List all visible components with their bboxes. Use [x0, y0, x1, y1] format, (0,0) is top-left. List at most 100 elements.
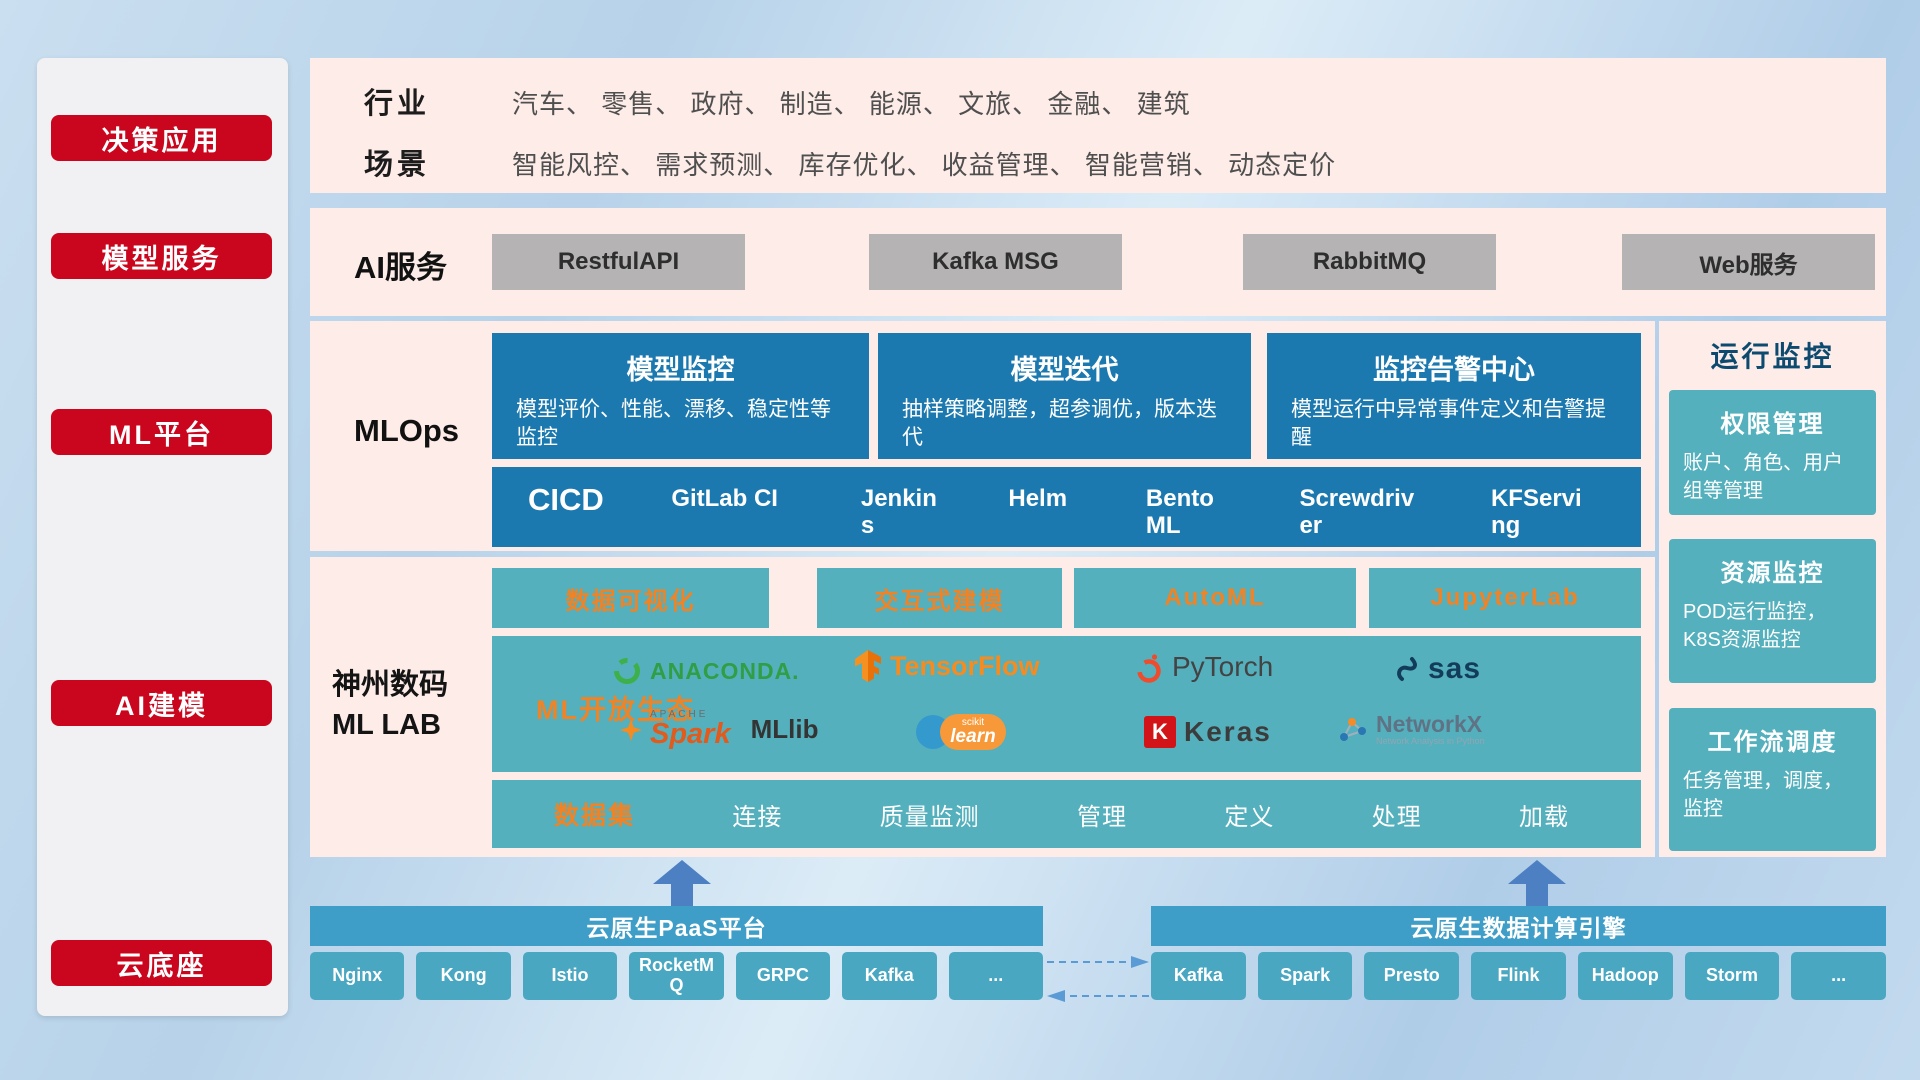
sidebar-item-cloud-base: 云底座 [51, 940, 272, 986]
card-desc: 账户、角色、用户组等管理 [1683, 452, 1843, 502]
anaconda-logo: ANACONDA. [612, 656, 800, 686]
chip-kong: Kong [416, 952, 511, 1000]
scenario-row: 场景 智能风控、 需求预测、 库存优化、 收益管理、 智能营销、 动态定价 [364, 141, 1336, 183]
spark-wordmark-group: APACHE Spark [650, 710, 731, 749]
paas-platform-bar: 云原生PaaS平台 [310, 906, 1043, 946]
engine-chip-row: Kafka Spark Presto Flink Hadoop Storm ..… [1151, 952, 1887, 1000]
chip-more: ... [1791, 952, 1887, 1000]
networkx-wordmark-group: NetworkX Network Analysis in Python [1376, 711, 1485, 747]
dataset-item-quality: 质量监测 [879, 803, 980, 831]
ml-ecosystem-box: ML开放生态 ANACONDA. TensorFlow P [492, 636, 1641, 772]
networkx-wordmark: NetworkX [1376, 711, 1483, 737]
networkx-logo: NetworkX Network Analysis in Python [1338, 711, 1485, 747]
dataset-item-load: 加载 [1518, 803, 1569, 831]
dataset-bar: 数据集 连接 质量监测 管理 定义 处理 加载 [492, 780, 1641, 848]
card-desc: 模型评价、性能、漂移、稳定性等监控 [516, 398, 831, 449]
card-title: 模型迭代 [1010, 355, 1119, 385]
chip-storm: Storm [1684, 952, 1780, 1000]
runtime-monitoring-column: 运行监控 权限管理 账户、角色、用户组等管理 资源监控 POD运行监控，K8S资… [1659, 321, 1886, 857]
sidebar-item-decision-apps: 决策应用 [51, 115, 272, 161]
mllib-wordmark: MLlib [750, 714, 819, 744]
card-title: 权限管理 [1720, 411, 1825, 438]
card-desc: 模型运行中异常事件定义和告警提醒 [1291, 398, 1606, 449]
mllab-label-line2: ML LAB [332, 709, 442, 741]
cicd-item-helm: Helm [1008, 485, 1068, 512]
kafka-msg-box: Kafka MSG [869, 234, 1122, 290]
industry-label: 行业 [364, 88, 431, 120]
cicd-item-screwdriver: Screwdriver [1299, 485, 1415, 539]
card-title: 模型监控 [626, 355, 735, 385]
model-iteration-card: 模型迭代 抽样策略调整，超参调优，版本迭代 [878, 333, 1251, 459]
card-desc: 任务管理，调度，监控 [1683, 770, 1843, 820]
sidebar-item-ai-modeling: AI建模 [51, 680, 272, 726]
pytorch-icon [1137, 654, 1161, 683]
keras-icon: K [1144, 716, 1176, 748]
keras-logo: K Keras [1144, 716, 1272, 748]
resource-monitoring-card: 资源监控 POD运行监控，K8S资源监控 [1669, 539, 1876, 683]
runtime-monitoring-title: 运行监控 [1710, 341, 1835, 372]
card-title: 资源监控 [1720, 560, 1825, 587]
industry-row: 行业 汽车、 零售、 政府、 制造、 能源、 文旅、 金融、 建筑 [364, 80, 1191, 122]
chip-presto: Presto [1364, 952, 1460, 1000]
scenario-label: 场景 [364, 149, 431, 181]
model-monitoring-card: 模型监控 模型评价、性能、漂移、稳定性等监控 [492, 333, 869, 459]
mlops-label: MLOps [354, 413, 460, 448]
tensorflow-icon [855, 650, 881, 682]
dataset-item-define: 定义 [1224, 803, 1275, 831]
up-arrow-paas [653, 860, 711, 906]
chip-rocketmq: RocketMQ [629, 952, 724, 1000]
sidebar-item-model-service: 模型服务 [51, 233, 272, 279]
pytorch-wordmark: PyTorch [1172, 651, 1274, 682]
data-engine-bar: 云原生数据计算引擎 [1151, 906, 1886, 946]
apache-text: APACHE [650, 709, 709, 720]
card-desc: POD运行监控，K8S资源监控 [1683, 601, 1827, 651]
tensorflow-logo: TensorFlow [854, 650, 1040, 682]
chip-istio: Istio [522, 952, 618, 1000]
cicd-item-bentoml: BentoML [1145, 485, 1214, 539]
scikit-learn-icon: scikit learn [916, 710, 1012, 754]
interactive-modeling-box: 交互式建模 [817, 568, 1062, 628]
mllab-label: 神州数码 ML LAB [332, 665, 448, 745]
cicd-item-gitlab-ci: GitLab CI [671, 485, 778, 512]
networkx-icon [1340, 717, 1366, 741]
sidebar-item-ml-platform: ML平台 [51, 409, 272, 455]
automl-box: AutoML [1074, 568, 1356, 628]
dataset-label: 数据集 [554, 802, 636, 830]
sas-wordmark: sas [1428, 652, 1482, 685]
dataset-item-connect: 连接 [732, 803, 783, 831]
scenario-value: 智能风控、 需求预测、 库存优化、 收益管理、 智能营销、 动态定价 [512, 150, 1337, 180]
chip-kafka: Kafka [1151, 952, 1246, 1000]
dataset-item-manage: 管理 [1077, 803, 1127, 831]
mlops-band: MLOps 模型监控 模型评价、性能、漂移、稳定性等监控 模型迭代 抽样策略调整… [310, 321, 1655, 551]
networkx-tagline: Network Analysis in Python [1376, 736, 1485, 747]
spark-star-icon [620, 718, 642, 741]
cicd-bar: CICD GitLab CI Jenkins Helm BentoML Scre… [492, 467, 1641, 547]
mllab-band: 神州数码 ML LAB 数据可视化 交互式建模 AutoML JupyterLa… [310, 557, 1655, 857]
cicd-item-kfserving: KFServing [1490, 485, 1582, 539]
chip-spark: Spark [1257, 952, 1353, 1000]
mllab-label-line1: 神州数码 [332, 669, 449, 701]
ml-ecosystem-label: ML开放生态 [536, 695, 695, 725]
spark-mllib-logo: APACHE Spark MLlib [620, 710, 818, 749]
scikit-text-top: scikit [961, 717, 985, 728]
chip-flink: Flink [1471, 952, 1566, 1000]
scikit-text-bottom: learn [950, 726, 996, 747]
cicd-label: CICD [528, 482, 604, 517]
scikit-learn-logo: scikit learn [916, 710, 1012, 754]
paas-chip-row: Nginx Kong Istio RocketMQ GRPC Kafka ... [310, 952, 1043, 1000]
industry-value: 汽车、 零售、 政府、 制造、 能源、 文旅、 金融、 建筑 [512, 89, 1191, 119]
dataset-item-process: 处理 [1371, 803, 1422, 831]
card-title: 工作流调度 [1707, 729, 1838, 756]
chip-nginx: Nginx [310, 952, 405, 1000]
sas-icon [1397, 657, 1417, 681]
alert-center-card: 监控告警中心 模型运行中异常事件定义和告警提醒 [1267, 333, 1641, 459]
jupyterlab-box: JupyterLab [1369, 568, 1641, 628]
chip-grpc: GRPC [735, 952, 831, 1000]
scikit-orange-blob: scikit learn [940, 714, 1006, 750]
spark-wordmark: Spark [650, 718, 731, 750]
web-service-box: Web服务 [1622, 234, 1875, 290]
sas-logo: sas [1394, 652, 1481, 686]
cicd-item-jenkins: Jenkins [860, 485, 937, 539]
anaconda-icon [614, 658, 640, 684]
